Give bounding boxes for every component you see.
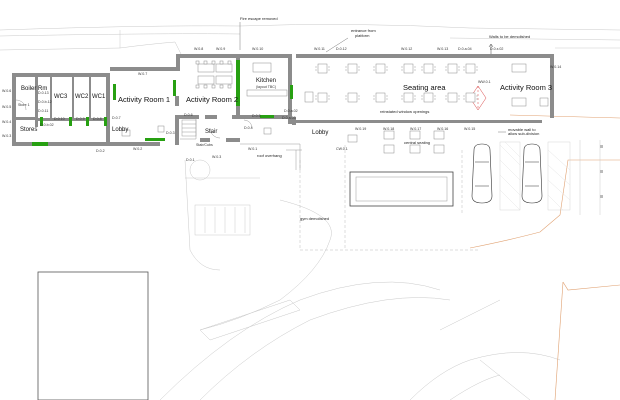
tag-d05: D.0.5 [252,114,261,118]
room-label-activity-3: Activity Room 3 [500,83,552,92]
note-walls-demolished: Walls to be demolished [489,34,530,39]
room-label-store1: Store 1 [18,103,30,107]
note-roof-overhang: roof overhang [257,153,282,158]
tag-d010: D.0.10 [54,117,65,121]
tag-d0a03: D.0.a.03 [282,116,296,120]
tag-w015: W.0.15 [464,127,475,131]
tag-d06: D.0.6 [184,113,193,117]
tag-w011: W.0.11 [314,47,325,51]
room-label-kitchen-sub: (layout TBC) [256,85,276,89]
note-gym-demolished: gym demolished [300,216,329,221]
tag-w05: W.0.5 [2,105,11,109]
tag-d03: D.0.3 [166,131,175,135]
annotations: Fire escape removed entrance from platfo… [239,16,539,221]
note-central-seating: central seating [404,140,430,145]
note-reinstated: reinstated window openings [380,109,429,114]
room-label-activity-1: Activity Room 1 [118,95,170,104]
note-movable-2: allow sub-division [508,131,539,136]
room-label-stair-sub: Stair/Cubs [196,143,213,147]
furniture [121,60,549,154]
tag-ww01: WW.0.1 [478,80,491,84]
tag-w014: W.0.14 [550,65,561,69]
room-label-kitchen: Kitchen [256,78,276,84]
tag-d012: D.0.12 [336,47,347,51]
window-door-tags: W.0.6 W.0.5 W.0.4 W.0.3 W.0.7 W.0.8 W.0.… [2,47,561,162]
room-label-boiler: Boiler Rm [21,86,47,92]
tag-w07: W.0.7 [138,72,147,76]
tag-w06: W.0.6 [2,89,11,93]
room-label-lobby-right: Lobby [312,130,328,136]
tag-d02: D.0.2 [96,149,105,153]
tag-d011: D.0.11 [38,109,48,113]
door-swings [15,99,302,170]
site-context-bottom [37,114,620,400]
tag-w03b: W.0.3 [212,155,221,159]
tag-d04: D.0.4 [244,126,253,130]
tag-d01: D.0.1 [186,158,195,162]
tag-w03: W.0.3 [2,134,11,138]
tag-d09: D.0.9 [76,117,85,121]
tag-w010: W.0.10 [252,47,263,51]
tag-w019: W.0.19 [355,127,366,131]
tag-d0x02: D.0.x.02 [490,47,503,51]
tag-d0a04: D.0.a.04 [458,47,472,51]
tag-w013: W.0.13 [437,47,448,51]
room-label-stair: Stair [205,129,217,135]
tag-w04: W.0.4 [2,120,11,124]
tag-d0a02: D.0.a.02 [284,109,298,113]
tag-w012: W.0.12 [401,47,412,51]
room-label-lobby-left: Lobby [112,127,128,133]
parked-car-right [521,143,543,204]
new-wall-elements [32,60,293,146]
site-context-top [0,24,620,57]
room-label-wc2: WC2 [75,94,89,100]
demolition-markers [469,43,494,111]
parked-car-left [471,143,493,204]
tag-w08: W.0.8 [194,47,203,51]
note-entrance-2: platform [355,33,370,38]
tag-w09: W.0.9 [216,47,225,51]
tag-cw01: CW.0.1 [336,147,348,151]
room-label-stores: Stores [20,127,37,133]
tag-w017: W.0.17 [410,127,421,131]
note-entrance-1: entrance from [351,28,376,33]
room-labels: Boiler Rm Store 1 Stores WC3 WC2 WC1 Act… [18,78,552,147]
room-label-seating: Seating area [403,83,446,92]
room-label-wc3: WC3 [54,94,68,100]
room-label-wc1: WC1 [92,94,106,100]
tag-w02: W.0.2 [133,147,142,151]
tag-w016: W.0.16 [437,127,448,131]
room-label-activity-2: Activity Room 2 [186,95,238,104]
tag-d013: D.0.13 [38,91,49,95]
tag-d07: D.0.7 [112,116,121,120]
note-movable-1: movable wall to [508,127,536,132]
tag-d08: D.0.8 [93,117,102,121]
tag-d0b02: D.0.b.02 [40,123,54,127]
note-fire-escape: Fire escape removed [240,16,278,21]
tag-w01: W.0.1 [248,147,257,151]
tag-w018: W.0.18 [383,127,394,131]
tag-d0b012: D.0.b.12 [38,100,52,104]
